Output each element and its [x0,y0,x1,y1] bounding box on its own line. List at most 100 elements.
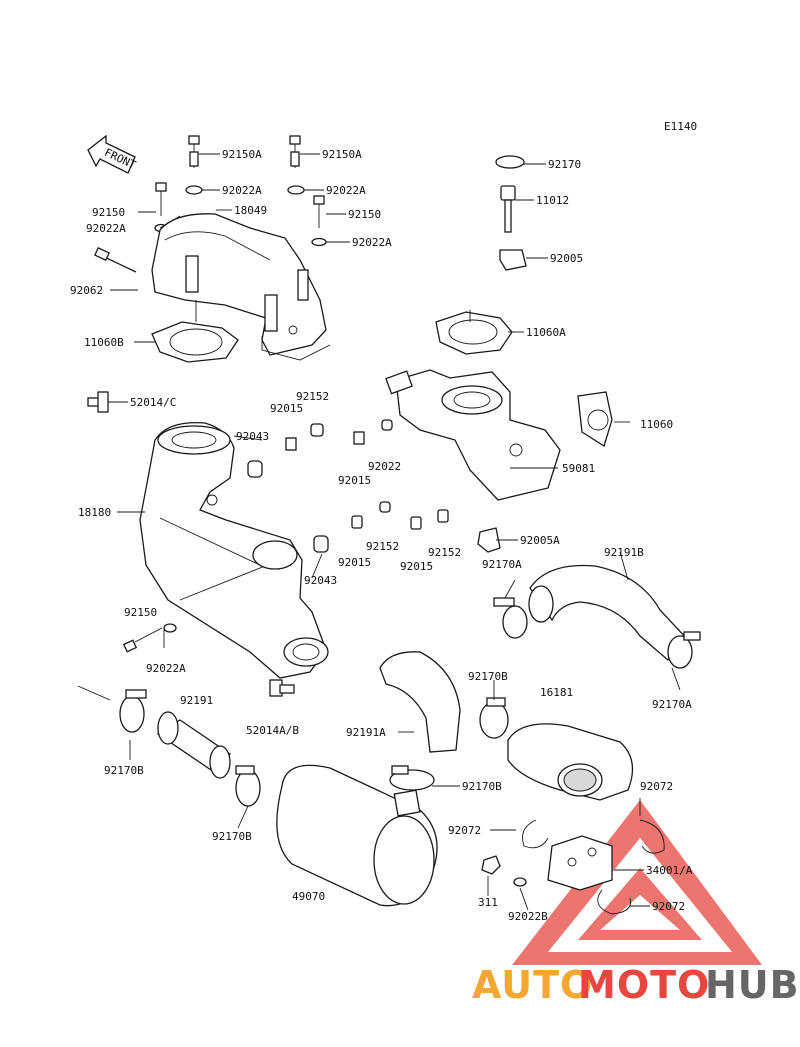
label-92015-a: 92015 [270,402,303,415]
part-labels: 92150A 92150A 92170 92022A 92022A 92150 … [70,148,693,923]
label-92150-center: 92150 [348,208,381,221]
label-92170a-left: 92170A [482,558,522,571]
watermark-text-hub: HUB [705,963,800,1007]
label-92022a-upper-left: 92022A [86,222,126,235]
washer-92022-a [381,419,393,431]
label-49070: 49070 [292,890,325,903]
clamp-92170a-right [667,631,701,669]
exhaust-manifold-18180 [139,421,329,679]
label-52014ab: 52014A/B [246,724,299,737]
snap-ring-92072-a [522,819,549,849]
label-11060: 11060 [640,418,673,431]
bolt-92150-left [155,182,167,216]
nut-92015-a [285,437,297,451]
grommet-92043-b [313,535,329,553]
label-92022a-right: 92022A [326,184,366,197]
stud-92062 [94,246,137,273]
label-92152-c: 92152 [428,546,461,559]
tail-pipe-16181 [507,723,634,801]
label-11012: 11012 [536,194,569,207]
label-92015-d: 92015 [400,560,433,573]
label-92022a-left: 92022A [222,184,262,197]
washer-92022a-lower [163,623,177,633]
label-92152-a: 92152 [296,390,329,403]
fitting-92005 [499,249,527,271]
label-92170b-lower: 92170B [212,830,252,843]
hose-92191a [379,651,461,753]
label-92022a-center: 92022A [352,236,392,249]
bolt-92150-lower [122,627,163,653]
label-52014c: 52014/C [130,396,176,409]
label-92072-a: 92072 [640,780,673,793]
grommet-92043-a [247,460,263,478]
label-92043-a: 92043 [236,430,269,443]
label-92015-c: 92015 [338,556,371,569]
label-16181: 16181 [540,686,573,699]
exhaust-manifold-18049 [151,213,331,361]
washer-92022a-left [185,185,203,195]
label-92005: 92005 [550,252,583,265]
clip-92170-top [495,155,525,169]
label-92015-b: 92015 [338,474,371,487]
watermark-text-moto: MOTO [578,963,710,1007]
washer-92022a-right [287,185,305,195]
gasket-11060a [435,311,513,355]
label-92150-left: 92150 [92,206,125,219]
label-92022: 92022 [368,460,401,473]
fitting-92005a [477,527,501,553]
spacer-92152-c [437,509,449,523]
diagram-code: E1140 [664,120,697,133]
bolt-92150a-left [188,135,200,168]
label-11060b: 11060B [84,336,124,349]
bracket-34001a [547,835,613,891]
spacer-92152-a [310,423,324,437]
clamp-92170a-left [493,597,528,639]
clamp-92170b-left [119,689,147,733]
watermark-text-auto: AUTO [472,963,593,1007]
label-92170: 92170 [548,158,581,171]
clamp-92170b-mid [479,697,509,739]
valve-11012 [500,185,516,233]
gasket-11060 [577,391,613,448]
spacer-92152-b [410,516,422,530]
leader-lines [77,153,681,911]
snap-ring-92072-b [639,819,665,854]
nut-311 [481,855,501,875]
hose-92191 [156,711,231,779]
label-92152-b: 92152 [366,540,399,553]
front-arrow: FRONT [87,134,138,174]
label-92191b: 92191B [604,546,644,559]
label-92072-b: 92072 [448,824,481,837]
label-59081: 59081 [562,462,595,475]
bolt-92150a-right [289,135,301,168]
label-92150a-right: 92150A [322,148,362,161]
automotohub-watermark: AUTO MOTO HUB [472,800,800,1007]
label-92005a: 92005A [520,534,560,547]
label-92150-lower: 92150 [124,606,157,619]
label-92022b: 92022B [508,910,548,923]
watermark-triangle-logo [512,800,762,965]
fitting-52014ab [269,679,295,697]
label-92191: 92191 [180,694,213,707]
label-92022a-lower: 92022A [146,662,186,675]
washer-92022a-center [311,237,327,247]
label-92170a-right: 92170A [652,698,692,711]
clamp-92170b-lower [235,765,261,807]
label-92170b-left: 92170B [104,764,144,777]
snap-ring-92072-c [597,889,632,915]
bolt-92150-center [313,195,325,228]
label-311: 311 [478,896,498,909]
label-92170b-mid: 92170B [468,670,508,683]
label-34001a: 34001/A [646,864,693,877]
fitting-52014c [87,391,109,413]
label-92062: 92062 [70,284,103,297]
nut-92015-b [353,431,365,445]
label-18049: 18049 [234,204,267,217]
washer-92022b [513,877,527,887]
label-92150a-left: 92150A [222,148,262,161]
label-92170b-bottom: 92170B [462,780,502,793]
label-18180: 18180 [78,506,111,519]
muffler-49070 [276,764,438,907]
label-92072-c: 92072 [652,900,685,913]
